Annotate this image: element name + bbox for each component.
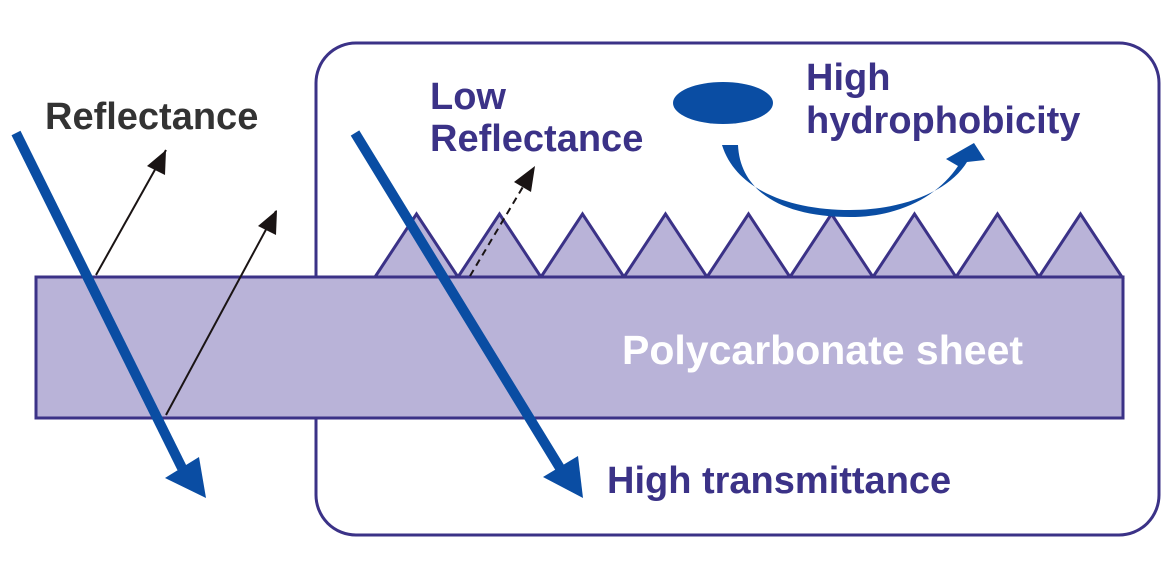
nanostructure-surface (372, 211, 1125, 279)
incident-beam-left (11, 130, 187, 471)
high-transmittance-label: High transmittance (607, 460, 951, 502)
low-reflection-arrowhead (514, 166, 535, 192)
high-hydrophobicity-label-line1: High (806, 57, 890, 99)
nanostructure-cone (953, 211, 1042, 279)
incident-beam-left-arrowhead (165, 457, 206, 498)
hydrophobic-bounce-arrow (722, 143, 985, 217)
incident-beam-right (350, 130, 565, 471)
nanostructure-cone (621, 211, 710, 279)
reflection-arrow-2 (165, 210, 277, 416)
low-reflection-arrow (469, 179, 528, 277)
reflection-arrowhead-1 (147, 150, 166, 175)
nanostructure-cone (787, 211, 876, 279)
polycarbonate-sheet-label: Polycarbonate sheet (622, 327, 1023, 373)
reflectance-label: Reflectance (45, 96, 258, 138)
nanostructure-cone (538, 211, 627, 279)
nanostructure-cone (372, 211, 461, 279)
nanostructure-cone (1036, 211, 1125, 279)
water-droplet-icon (673, 82, 773, 124)
reflection-arrow-1 (95, 149, 167, 276)
nanostructure-cone (704, 211, 793, 279)
incident-beam-right-arrowhead (543, 456, 583, 498)
low-reflectance-label-line1: Low (430, 76, 506, 118)
nanostructure-cone (455, 211, 544, 279)
high-hydrophobicity-label-line2: hydrophobicity (806, 100, 1080, 142)
low-reflectance-label-line2: Reflectance (430, 118, 643, 160)
nanostructure-cone (870, 211, 959, 279)
reflection-arrowhead-2 (258, 210, 277, 235)
